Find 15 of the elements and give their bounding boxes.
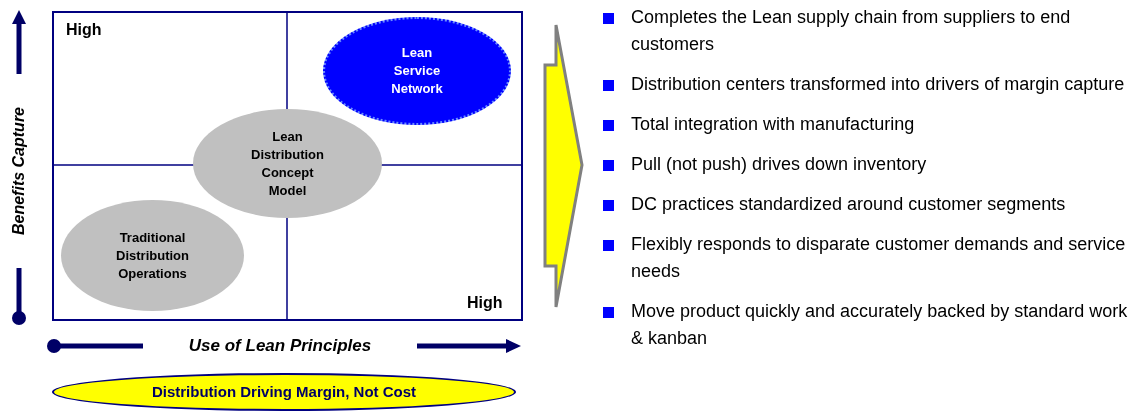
axis-title: Benefits Capture	[9, 107, 28, 235]
bullet-text: Move product quickly and accurately backed by standard work & kanban	[631, 300, 1129, 350]
node-label: Traditional Distribution Operations	[116, 228, 189, 283]
axis-title: Use of Lean Principles	[188, 335, 372, 357]
bullet-text: Total integration with manufacturing	[631, 113, 916, 136]
axis-label: High	[66, 20, 102, 40]
bullet-text: DC practices standardized around customer segments	[631, 193, 1067, 216]
bullet-text: Pull (not push) drives down inventory	[631, 153, 928, 176]
node-label: Distribution Driving Margin, Not Cost	[151, 383, 417, 401]
bullet-text: Completes the Lean supply chain from suppliers to end customers	[631, 6, 1072, 56]
bullet-text: Flexibly responds to disparate customer demands and service needs	[631, 233, 1127, 283]
node-label: Lean Service Network	[390, 44, 444, 98]
bullet-text: Distribution centers transformed into drivers of margin capture	[631, 73, 1126, 96]
axis-label: High	[467, 293, 503, 313]
node-label: Lean Distribution Concept Model	[250, 127, 325, 200]
